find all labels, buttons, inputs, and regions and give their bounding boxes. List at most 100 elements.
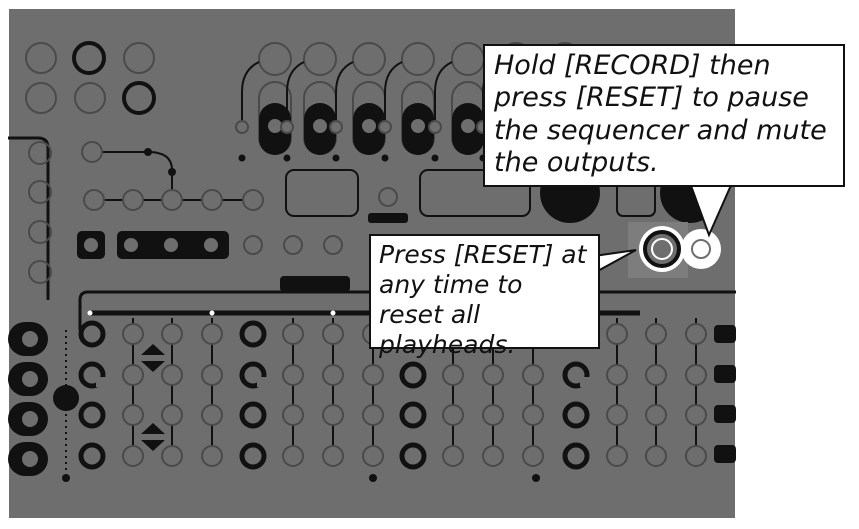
bottom-dot [532, 474, 540, 482]
step-knob [78, 320, 106, 348]
reset-button-inner [643, 230, 681, 268]
knob-notch [257, 377, 267, 387]
fader-bottom-dot [238, 154, 246, 162]
routing-nodes [81, 141, 264, 211]
routing-dot-2 [168, 168, 176, 176]
button-bar-lights [84, 238, 218, 252]
fader-cap-dot [268, 119, 282, 133]
step-jack [685, 323, 707, 345]
step-jack [645, 364, 667, 386]
step-knob [239, 442, 267, 470]
bottom-dot [369, 474, 377, 482]
bus-dot [209, 310, 215, 316]
upper-left-jacks [25, 42, 155, 284]
step-jack [122, 323, 144, 345]
fader-cap-dot [362, 119, 376, 133]
step-knob [399, 401, 427, 429]
step-jack [522, 445, 544, 467]
step-jack [522, 364, 544, 386]
record-button [681, 229, 721, 269]
record-button-center [691, 239, 711, 259]
step-jack [362, 364, 384, 386]
step-jack [122, 364, 144, 386]
step-jack [645, 404, 667, 426]
step-jack [161, 364, 183, 386]
step-knob [562, 442, 590, 470]
step-jack [442, 364, 464, 386]
step-jack [282, 404, 304, 426]
knob-bold-1 [72, 41, 106, 75]
fader-cap-dot [411, 119, 425, 133]
dpad [53, 385, 79, 411]
step-jack [282, 445, 304, 467]
knob-bold-2 [122, 81, 156, 115]
step-jack [161, 445, 183, 467]
step-jack [161, 323, 183, 345]
step-jack [685, 445, 707, 467]
fader-top-jack [352, 42, 386, 76]
step-jack [201, 364, 223, 386]
fader-bottom-dot [431, 154, 439, 162]
fader-cap-dot [313, 119, 327, 133]
fader-bottom-dot [283, 154, 291, 162]
knob-notch [96, 377, 106, 387]
step-jack [482, 404, 504, 426]
right-plugs [714, 325, 736, 463]
fader-trace [384, 61, 403, 120]
step-jack [606, 364, 628, 386]
left-plug-holes [22, 331, 38, 467]
step-knob [239, 401, 267, 429]
bottom-dot-left [62, 474, 70, 482]
fader-side-jack [329, 120, 343, 134]
button-row-jacks [243, 235, 343, 255]
routing-dot-1 [144, 148, 152, 156]
step-jack [322, 404, 344, 426]
step-knob [399, 442, 427, 470]
step-jack [362, 445, 384, 467]
step-jack [482, 445, 504, 467]
step-jack [201, 445, 223, 467]
fader-side-jack [235, 120, 249, 134]
step-jack [685, 404, 707, 426]
bus-dot [87, 310, 93, 316]
arrow-toggle-1 [141, 344, 165, 372]
fader-trace [286, 61, 305, 120]
step-jack [362, 404, 384, 426]
reset-button-center [651, 238, 673, 260]
fader-side-jack [428, 120, 442, 134]
fader-top-jack [401, 42, 435, 76]
fader-bottom-dot [381, 154, 389, 162]
step-jack [645, 323, 667, 345]
fader-top-jack [303, 42, 337, 76]
fader-trace [434, 61, 453, 120]
fader-side-jack [280, 120, 294, 134]
step-jack [122, 404, 144, 426]
step-knob [562, 401, 590, 429]
reset-callout: Press [RESET] at any time to reset all p… [369, 234, 600, 359]
fader-trace [335, 61, 354, 120]
step-jack [482, 364, 504, 386]
step-jack [606, 323, 628, 345]
step-knob [399, 361, 427, 389]
reset-callout-text: Press [RESET] at any time to reset all p… [379, 240, 587, 359]
small-jack-display [378, 187, 398, 207]
step-jack [522, 404, 544, 426]
step-jack [685, 364, 707, 386]
step-jack [442, 404, 464, 426]
step-jack [322, 323, 344, 345]
step-jack [161, 404, 183, 426]
fader-side-jack [378, 120, 392, 134]
step-jack [322, 445, 344, 467]
step-knob [78, 401, 106, 429]
step-jack [201, 323, 223, 345]
knob-notch [580, 377, 590, 387]
small-bar-2 [368, 213, 408, 223]
fader-top-jack [258, 42, 292, 76]
fader-bottom-dot [332, 154, 340, 162]
bus-dot [330, 310, 336, 316]
step-jack [201, 404, 223, 426]
small-bar-1 [280, 276, 350, 292]
step-knob [239, 320, 267, 348]
record-reset-callout-text: Hold [RECORD] then press [RESET] to paus… [494, 50, 827, 179]
step-jack [606, 445, 628, 467]
